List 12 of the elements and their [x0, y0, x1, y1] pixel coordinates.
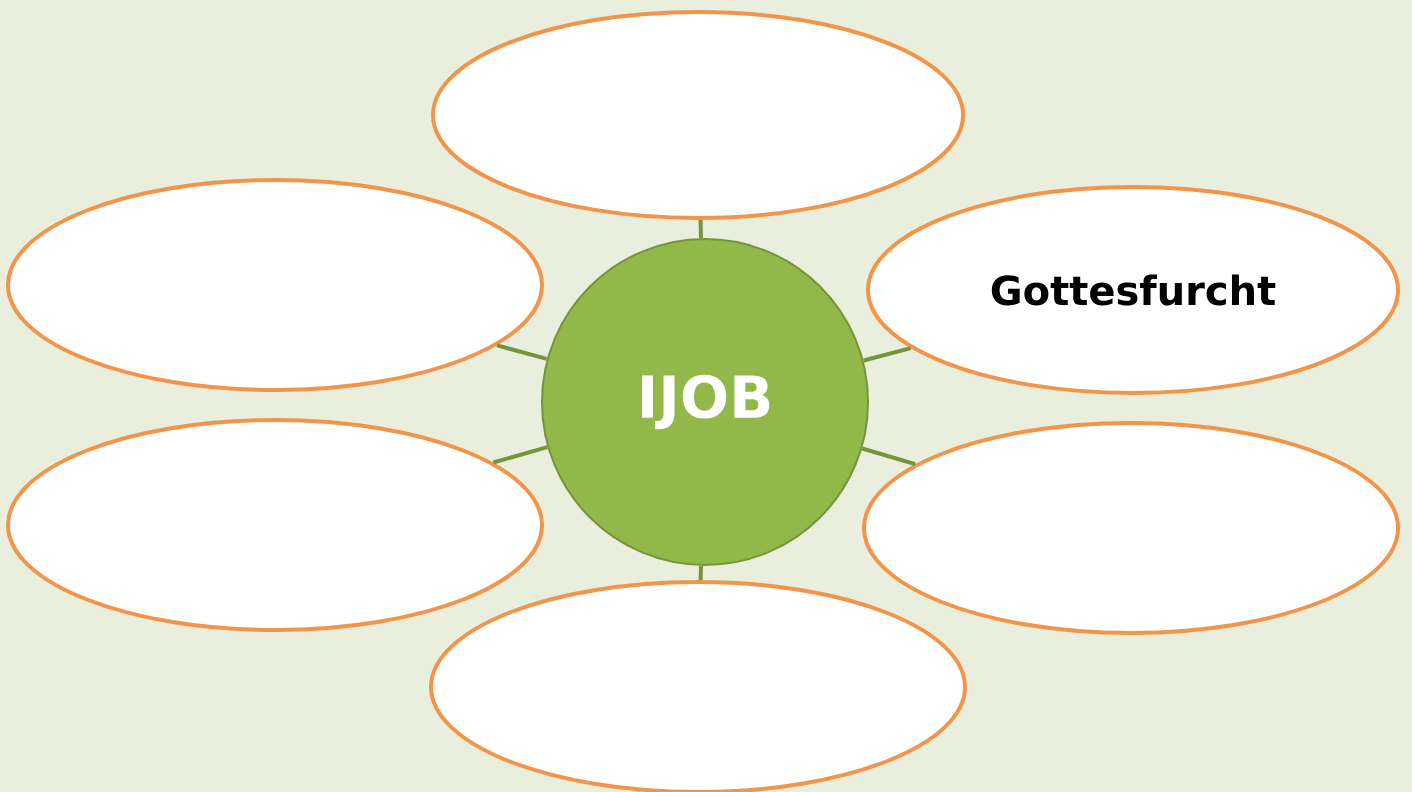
connector-line — [492, 445, 548, 465]
empty-oval — [6, 178, 544, 392]
oval: Gottesfurcht — [866, 185, 1400, 395]
empty-oval — [429, 580, 967, 792]
empty-oval — [6, 418, 544, 632]
empty-oval — [862, 421, 1400, 635]
connector-line — [698, 565, 703, 581]
connector-line — [698, 219, 703, 239]
connector-line — [496, 343, 548, 361]
connector-line — [863, 346, 912, 363]
connector-line — [861, 446, 916, 467]
empty-oval — [431, 10, 965, 220]
